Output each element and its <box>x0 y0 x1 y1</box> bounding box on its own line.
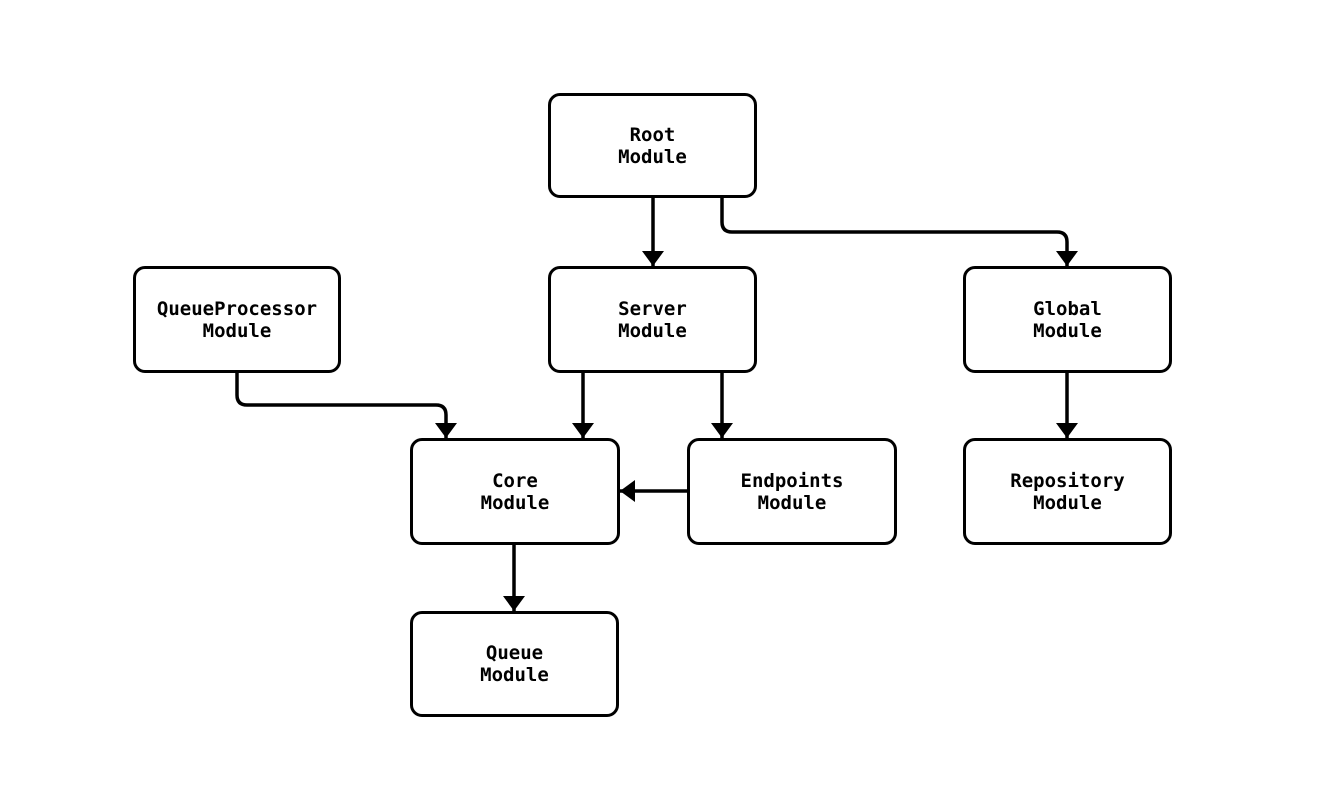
node-label-line: Core <box>492 469 538 492</box>
node-label-line: Global <box>1033 297 1102 320</box>
node-label-line: Module <box>480 491 550 514</box>
node-label-line: Module <box>480 664 549 686</box>
node-label-line: Module <box>1033 319 1102 342</box>
node-label-line: Endpoints <box>740 469 844 492</box>
node-label-line: Repository <box>1010 469 1125 492</box>
node-label-line: QueueProcessor <box>156 297 318 320</box>
node-label-line: Module <box>202 319 272 342</box>
node-label-line: Module <box>618 319 687 342</box>
node-label-line: Module <box>1033 491 1102 514</box>
node-label-line: Server <box>618 297 687 320</box>
edge-root-to-global <box>720 198 1078 266</box>
node-label-line: Root <box>629 123 676 146</box>
node-label-line: Module <box>757 491 827 514</box>
edge-queueprocessor-to-core <box>235 373 457 438</box>
node-label-line: Module <box>618 145 687 168</box>
node-label-line: Queue <box>485 642 544 664</box>
